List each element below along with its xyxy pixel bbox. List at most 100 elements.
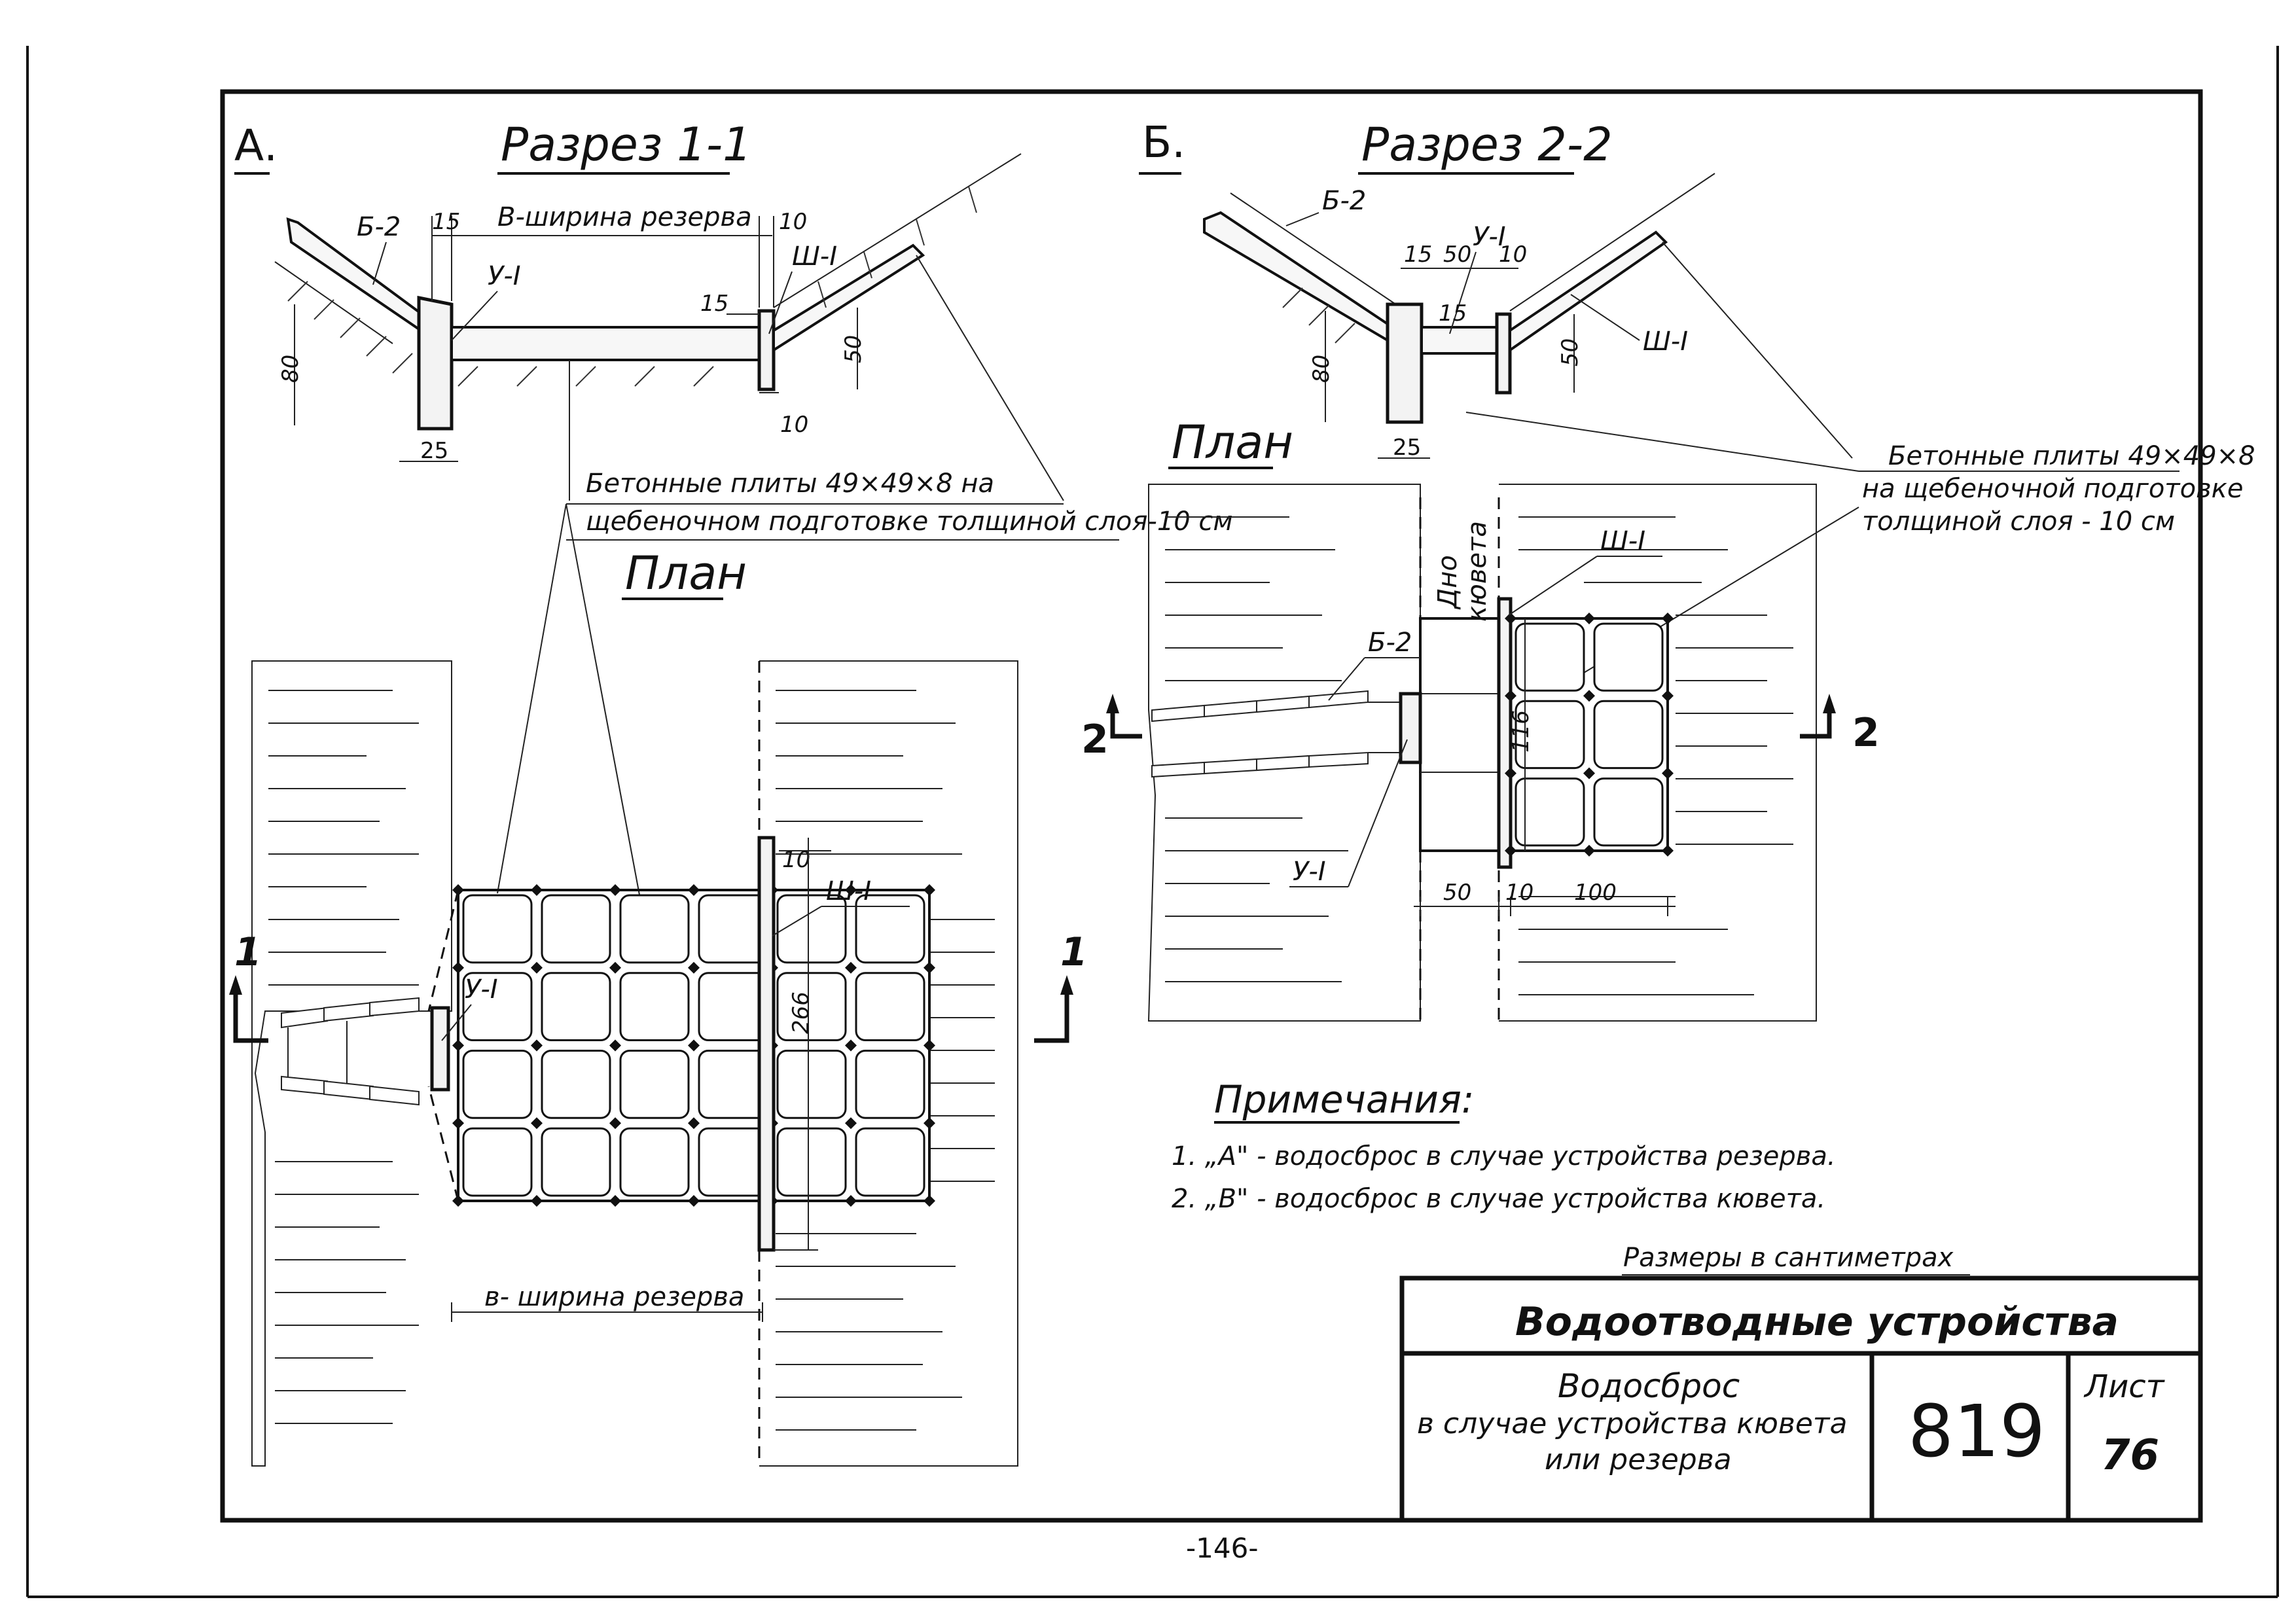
- plan-a-wall-u1: [430, 1006, 450, 1092]
- plates-note-a-line2: щебеночном подготовке толщиной слоя-10 с…: [586, 507, 1233, 537]
- plan-a-plate: [698, 1050, 768, 1119]
- plan-a-joint: [609, 961, 621, 974]
- plan-a-joint: [845, 1195, 857, 1207]
- variant-b-letter: Б.: [1142, 117, 1185, 168]
- plan-a-joint: [609, 884, 621, 896]
- plan-a-dim-266: 266: [788, 991, 814, 1034]
- section-1-1: А. Разрез 1-1 Б-2 У-: [234, 118, 1064, 501]
- dim-50-2-2: 50: [1443, 241, 1471, 268]
- right-slope-ground: [772, 243, 925, 353]
- note-1: 1. „А" - водосброс в случае устройства р…: [1172, 1141, 1836, 1171]
- plan-a-joint: [609, 1039, 621, 1052]
- plan-a-dim-10: 10: [782, 847, 810, 873]
- plan-b-plate: [1593, 777, 1664, 847]
- channel-slab-2-2: [1420, 326, 1498, 355]
- dim-15-mid-1-1: 15: [700, 291, 728, 317]
- title-block-sheet-label: Лист: [2083, 1368, 2166, 1405]
- plan-b-ditch-label-1: Дно: [1433, 555, 1463, 610]
- plan-a-joint: [688, 1117, 700, 1130]
- plan-a-plate: [855, 972, 925, 1041]
- plan-a-chute: [281, 997, 420, 1106]
- notes-title: Примечания:: [1214, 1077, 1474, 1122]
- plan-a-joint: [924, 1195, 935, 1207]
- plan-a-joint: [531, 884, 543, 896]
- plan-b-label-b2: Б-2: [1368, 628, 1412, 658]
- plan-a-plates: [452, 884, 935, 1207]
- plan-b-right-ground: [1499, 484, 1817, 1022]
- plan-a-plate: [619, 1050, 690, 1119]
- plan-b-dim-116: 116: [1508, 710, 1534, 753]
- plan-a-plate: [619, 1127, 690, 1197]
- plan-a-joint: [845, 961, 857, 974]
- plan-a-joint: [609, 1117, 621, 1130]
- dim-25-1-1: 25: [420, 438, 448, 464]
- plan-a-joint: [845, 1039, 857, 1052]
- plan-b-joint: [1662, 690, 1674, 702]
- plan-a-joint: [609, 1195, 621, 1207]
- notes: Примечания: 1. „А" - водосброс в случае …: [1172, 1077, 1970, 1275]
- note-2: 2. „В" - водосброс в случае устройства к…: [1172, 1184, 1825, 1214]
- section-mark-1-right: 1: [1060, 929, 1088, 975]
- plan-b-label-sh1: Ш-I: [1600, 526, 1645, 556]
- wall-sh1-2-2: [1495, 312, 1512, 395]
- label-u1-2-2: У-I: [1473, 222, 1506, 252]
- plan-a-plate: [698, 972, 768, 1041]
- plan-b-dim-50: 50: [1443, 880, 1471, 906]
- plan-b-joint: [1505, 844, 1516, 857]
- plan-a-joint: [924, 884, 935, 896]
- plan-b-joint: [1583, 767, 1595, 779]
- plan-b: План: [1081, 416, 1880, 1022]
- section-mark-2-left: 2: [1081, 717, 1109, 762]
- plan-b-left-ground: [1147, 484, 1421, 1022]
- plan-b-joint: [1662, 767, 1674, 779]
- plan-a-reserve-width: в- ширина резерва: [484, 1282, 744, 1312]
- section-mark-1-left: 1: [234, 929, 262, 975]
- label-sh1-1-1: Ш-I: [792, 241, 837, 272]
- plan-a-plate: [541, 894, 611, 964]
- dim-25-2-2: 25: [1393, 435, 1421, 461]
- plan-a-plate: [698, 894, 768, 964]
- section-2-2-title: Разрез 2-2: [1361, 118, 1613, 171]
- plan-a-label-sh1: Ш-I: [826, 876, 871, 906]
- title-block-main: Водоотводные устройства: [1515, 1299, 2119, 1345]
- plan-a-joint: [531, 1117, 543, 1130]
- plan-a-plate: [462, 1127, 533, 1197]
- left-slope-hatch: [287, 281, 413, 374]
- label-b2-2-2: Б-2: [1322, 186, 1366, 216]
- variant-a-letter: А.: [234, 120, 278, 171]
- plan-a-plate: [541, 972, 611, 1041]
- plan-b-plates: [1505, 613, 1674, 857]
- dim-10-top-1-1: 10: [779, 209, 807, 235]
- plates-note-b-line2: на щебеночной подготовке: [1862, 474, 2243, 504]
- plates-note-a-line1: Бетонные плиты 49×49×8 на: [586, 469, 994, 499]
- plates-note-b-line1: Бетонные плиты 49×49×8: [1888, 441, 2255, 471]
- drawing-frame: [220, 89, 2203, 1523]
- plan-a-plate: [462, 1050, 533, 1119]
- plan-b-plate: [1593, 700, 1664, 770]
- label-reserve-width-1-1: В-ширина резерва: [497, 202, 752, 232]
- plan-a-plate: [619, 894, 690, 964]
- right-slope-2-2: [1509, 230, 1668, 353]
- plan-a-plate: [462, 972, 533, 1041]
- plan-b-dim-100: 100: [1574, 880, 1617, 906]
- left-slope-2-2: [1203, 211, 1389, 343]
- plan-b-ditch-label-2: кювета: [1462, 521, 1492, 622]
- title-block: Водоотводные устройства Водосброс в случ…: [1399, 1275, 2203, 1523]
- plan-a-title: План: [625, 546, 747, 600]
- plan-a-plate: [855, 1127, 925, 1197]
- plan-a-plate: [541, 1050, 611, 1119]
- dim-15-mid-2-2: 15: [1439, 300, 1467, 327]
- title-block-sheet-number: 76: [2101, 1431, 2159, 1480]
- plan-a-joint: [845, 1117, 857, 1130]
- label-u1-1-1: У-I: [488, 261, 521, 291]
- dim-80-1-1: 80: [278, 355, 304, 383]
- plan-a-plate: [776, 972, 847, 1041]
- dim-80-2-2: 80: [1308, 355, 1335, 383]
- dim-10-2-2: 10: [1499, 241, 1527, 268]
- plan-b-plate: [1515, 777, 1585, 847]
- plan-a-joint: [531, 1195, 543, 1207]
- plan-a-label-u1: У-I: [465, 974, 498, 1005]
- plan-a-joint: [688, 884, 700, 896]
- plan-b-joint: [1505, 767, 1516, 779]
